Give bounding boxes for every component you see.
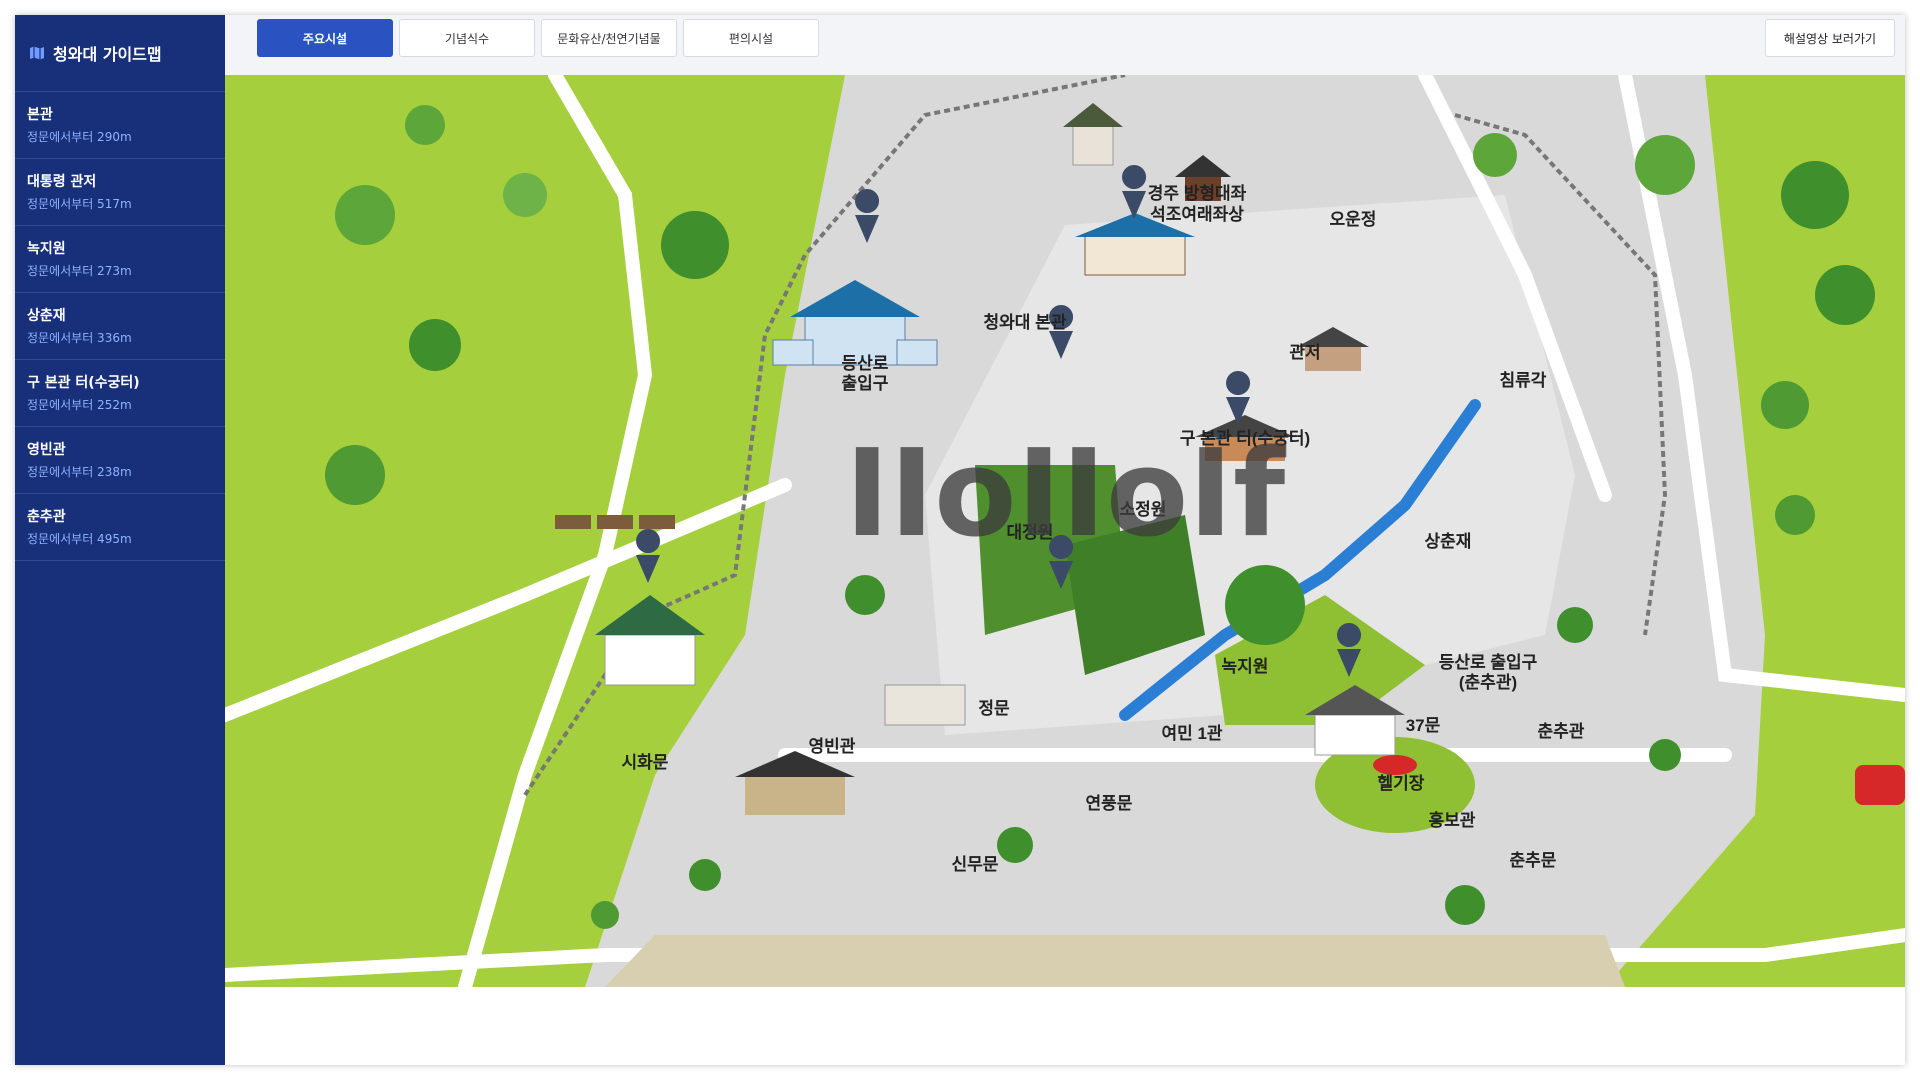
- sidebar-item-name: 상춘재: [27, 308, 66, 324]
- label-helipad: 헬기장: [1378, 774, 1425, 793]
- label-sangchunjae: 상춘재: [1425, 532, 1472, 551]
- label-old-bonkwan: 구 본관 터(수궁터): [1180, 429, 1310, 448]
- label-daejeongwon: 대정원: [1007, 523, 1054, 542]
- tab-memorial-trees[interactable]: 기념식수: [399, 19, 535, 57]
- sidebar-item-gwanjeo[interactable]: 대통령 관저 정문에서부터 517m: [15, 159, 225, 226]
- label-yeonpungmun: 연풍문: [1086, 794, 1133, 813]
- app-title: 청와대 가이드맵: [53, 45, 162, 64]
- sidebar: 청와대 가이드맵 본관 정문에서부터 290m 대통령 관저 정문에서부터 51…: [15, 15, 225, 1065]
- sidebar-item-distance: 정문에서부터 252m: [27, 398, 132, 412]
- sidebar-item-bonkwan[interactable]: 본관 정문에서부터 290m: [15, 92, 225, 159]
- stream: [1119, 399, 1481, 721]
- trees: [325, 105, 1875, 929]
- label-sihwamun: 시화문: [622, 753, 669, 772]
- label-nokjiwon: 녹지원: [1222, 657, 1269, 676]
- sand-area: [605, 935, 1625, 987]
- tab-amenities[interactable]: 편의시설: [683, 19, 819, 57]
- sidebar-item-name: 춘추관: [27, 509, 66, 525]
- map-icon: [30, 46, 44, 60]
- sidebar-item-distance: 정문에서부터 336m: [27, 331, 132, 345]
- label-owoonjeong: 오운정: [1330, 210, 1377, 229]
- top-toolbar: 주요시설 기념식수 문화유산/천연기념물 편의시설 해설영상 보러가기: [225, 15, 1905, 76]
- label-chimnyugak: 침류각: [1500, 370, 1547, 390]
- label-jeongmun: 정문: [978, 699, 1010, 718]
- pin-icon: [1049, 305, 1074, 359]
- pin-icon: [636, 529, 661, 583]
- sidebar-item-distance: 정문에서부터 290m: [27, 130, 132, 144]
- pin-icon: [1226, 371, 1251, 425]
- app-window: 청와대 가이드맵 본관 정문에서부터 290m 대통령 관저 정문에서부터 51…: [15, 15, 1905, 1065]
- guide-map[interactable]: 청와대 본관 관저 오운정 경주 방형대좌 석조여래좌상 등산로 출입구 구 본…: [225, 75, 1905, 987]
- compound-wall-east: [1454, 113, 1668, 636]
- sidebar-item-distance: 정문에서부터 495m: [27, 532, 132, 546]
- sidebar-item-distance: 정문에서부터 517m: [27, 197, 132, 211]
- pin-icon: [1049, 535, 1074, 589]
- label-trail-2: 출입구: [842, 374, 889, 393]
- sidebar-item-name: 구 본관 터(수궁터): [27, 375, 140, 391]
- label-buddha-1: 경주 방형대좌: [1148, 183, 1247, 203]
- label-trail2-1: 등산로 출입구: [1439, 653, 1538, 672]
- sojeongwon-lawn: [1065, 515, 1205, 675]
- label-chunchumun: 춘추문: [1510, 851, 1557, 870]
- label-bonkwan: 청와대 본관: [984, 312, 1067, 332]
- compound-wall: [523, 75, 1126, 797]
- label-buddha-2: 석조여래좌상: [1150, 205, 1244, 224]
- label-yeomin: 여민 1관: [1161, 724, 1222, 743]
- label-gwanjeo: 관저: [1289, 343, 1320, 362]
- label-sinmumun: 신무문: [952, 855, 999, 874]
- buildings: [555, 103, 1905, 815]
- pin-icon: [1337, 623, 1362, 677]
- sidebar-item-chunchugwan[interactable]: 춘추관 정문에서부터 495m: [15, 494, 225, 561]
- label-trail-1: 등산로: [842, 354, 889, 373]
- label-yeongbingwan: 영빈관: [809, 737, 856, 756]
- label-trail2-2: (춘추관): [1459, 673, 1517, 692]
- watch-video-button[interactable]: 해설영상 보러가기: [1765, 19, 1895, 57]
- map-labels: 청와대 본관 관저 오운정 경주 방형대좌 석조여래좌상 등산로 출입구 구 본…: [622, 183, 1585, 874]
- tab-main-facilities[interactable]: 주요시설: [257, 19, 393, 57]
- pin-icon: [855, 189, 880, 243]
- tab-cultural-heritage[interactable]: 문화유산/천연기념물: [541, 19, 677, 57]
- label-sojeongwon: 소정원: [1120, 500, 1167, 519]
- sidebar-item-yeongbingwan[interactable]: 영빈관 정문에서부터 238m: [15, 427, 225, 494]
- helipad-area: [1315, 737, 1475, 833]
- sidebar-item-old-bonkwan[interactable]: 구 본관 터(수궁터) 정문에서부터 252m: [15, 360, 225, 427]
- label-hongbogwan: 홍보관: [1429, 810, 1476, 830]
- sidebar-item-name: 영빈관: [27, 442, 66, 458]
- label-chunchugwan: 춘추관: [1538, 722, 1585, 741]
- sidebar-item-distance: 정문에서부터 273m: [27, 264, 132, 278]
- sidebar-item-name: 본관: [27, 107, 53, 123]
- sidebar-item-nokjiwon[interactable]: 녹지원 정문에서부터 273m: [15, 226, 225, 293]
- pin-icon: [1122, 165, 1147, 219]
- watermark: IIoIIoIf: [845, 425, 1287, 564]
- sidebar-item-name: 녹지원: [27, 241, 66, 257]
- map-footer-space: [225, 987, 1905, 1065]
- label-gate37: 37문: [1406, 716, 1441, 735]
- sidebar-brand: 청와대 가이드맵: [15, 15, 225, 92]
- sidebar-item-sangchunjae[interactable]: 상춘재 정문에서부터 336m: [15, 293, 225, 360]
- map-pins[interactable]: [636, 165, 1362, 677]
- sidebar-item-distance: 정문에서부터 238m: [27, 465, 132, 479]
- sidebar-item-name: 대통령 관저: [27, 174, 97, 190]
